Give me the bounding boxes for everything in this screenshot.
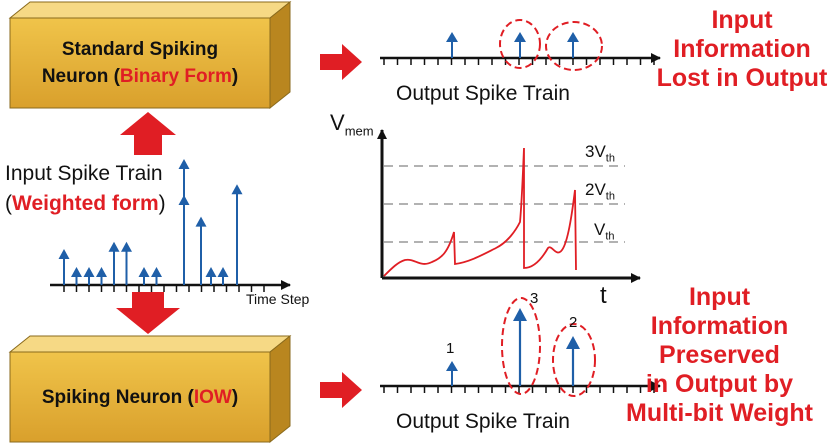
input-label-suffix: ) [158, 192, 166, 215]
membrane-plot [377, 129, 641, 283]
lost-circle-2 [545, 21, 603, 71]
th3-main: 3V [585, 142, 606, 161]
top-output-label: Output Spike Train [396, 82, 570, 105]
top-box-line2-highlight: Binary Form [119, 66, 232, 87]
info-lost-text: Input Information Lost in Output [655, 6, 829, 93]
th2-sub: th [605, 190, 615, 203]
red-right-arrow-bottom [320, 372, 362, 408]
input-spike-head [108, 241, 120, 252]
th2-label: 2Vth [585, 180, 615, 202]
bottom-box-highlight: IOW [193, 387, 232, 408]
info-preserved-line3: Preserved [659, 341, 780, 369]
input-spike-head [231, 184, 243, 195]
input-spike-head [58, 249, 70, 259]
red-right-arrow-top [320, 44, 362, 80]
input-spike-head [71, 267, 82, 277]
bottom-box-suffix: ) [231, 387, 239, 408]
top-box-title: Standard Spiking Neuron (Binary Form) [20, 36, 260, 90]
iow-neuron-box [8, 334, 292, 444]
input-label-line1: Input Spike Train [5, 162, 163, 185]
top-output-spikes [446, 32, 579, 58]
top-box-line2-suffix: ) [231, 66, 239, 87]
top-box-line1: Standard Spiking [61, 39, 219, 60]
input-label-highlight: Weighted form [12, 192, 159, 215]
input-label-line2: (Weighted form) [5, 192, 166, 216]
weight-label-1: 1 [446, 340, 455, 357]
t-label: t [600, 282, 607, 309]
red-up-arrow [120, 112, 176, 155]
info-lost-line1: Input [711, 6, 773, 34]
input-spike-head [138, 267, 150, 277]
input-label-prefix: ( [5, 192, 12, 215]
bottom-box-prefix: Spiking Neuron ( [41, 387, 194, 408]
input-spike-group [58, 159, 243, 285]
info-preserved-line5: Multi-bit Weight [626, 399, 813, 427]
th1-sub: th [605, 230, 615, 243]
weight-label-3: 3 [530, 290, 539, 307]
lost-circle-1 [499, 19, 541, 69]
th1-label: Vth [594, 220, 615, 242]
th3-label: 3Vth [585, 142, 615, 164]
top-box-line2: Neuron (Binary Form) [20, 63, 260, 90]
th3-sub: th [605, 152, 615, 165]
info-preserved-line1: Input [688, 283, 751, 311]
input-spike-head [83, 267, 95, 277]
top-box-line2-prefix: Neuron ( [41, 66, 120, 87]
input-spike-head [96, 267, 107, 277]
info-lost-line3: Lost in Output [656, 64, 828, 92]
vmem-sub: mem [344, 123, 374, 139]
weight-label-2: 2 [569, 314, 578, 331]
red-down-arrow [116, 292, 180, 334]
vmem-label: Vmem [330, 110, 374, 138]
info-preserved-line2: Information [650, 312, 789, 340]
input-spike-head [195, 216, 207, 227]
input-spike-head [121, 241, 132, 252]
bottom-box-title: Spiking Neuron (IOW) [20, 384, 260, 411]
top-output-axis [380, 53, 661, 65]
info-lost-line2: Information [673, 35, 811, 63]
preserved-circle-1 [501, 297, 541, 395]
info-preserved-text: Input Information Preserved in Output by… [610, 283, 829, 428]
th2-main: 2V [585, 180, 606, 199]
standard-neuron-box [8, 0, 292, 110]
time-step-label: Time Step [246, 291, 310, 307]
vmem-main: V [330, 110, 345, 135]
input-spike-head [217, 267, 229, 277]
bottom-output-label: Output Spike Train [396, 410, 570, 433]
th1-main: V [594, 220, 606, 239]
preserved-circle-2 [552, 323, 596, 397]
membrane-trace [383, 147, 577, 277]
input-spike-head [205, 267, 217, 277]
info-preserved-line4: in Output by [645, 370, 794, 398]
bottom-output-spikes [446, 308, 580, 386]
input-spike-head [151, 267, 162, 277]
input-spike-head [178, 159, 190, 169]
